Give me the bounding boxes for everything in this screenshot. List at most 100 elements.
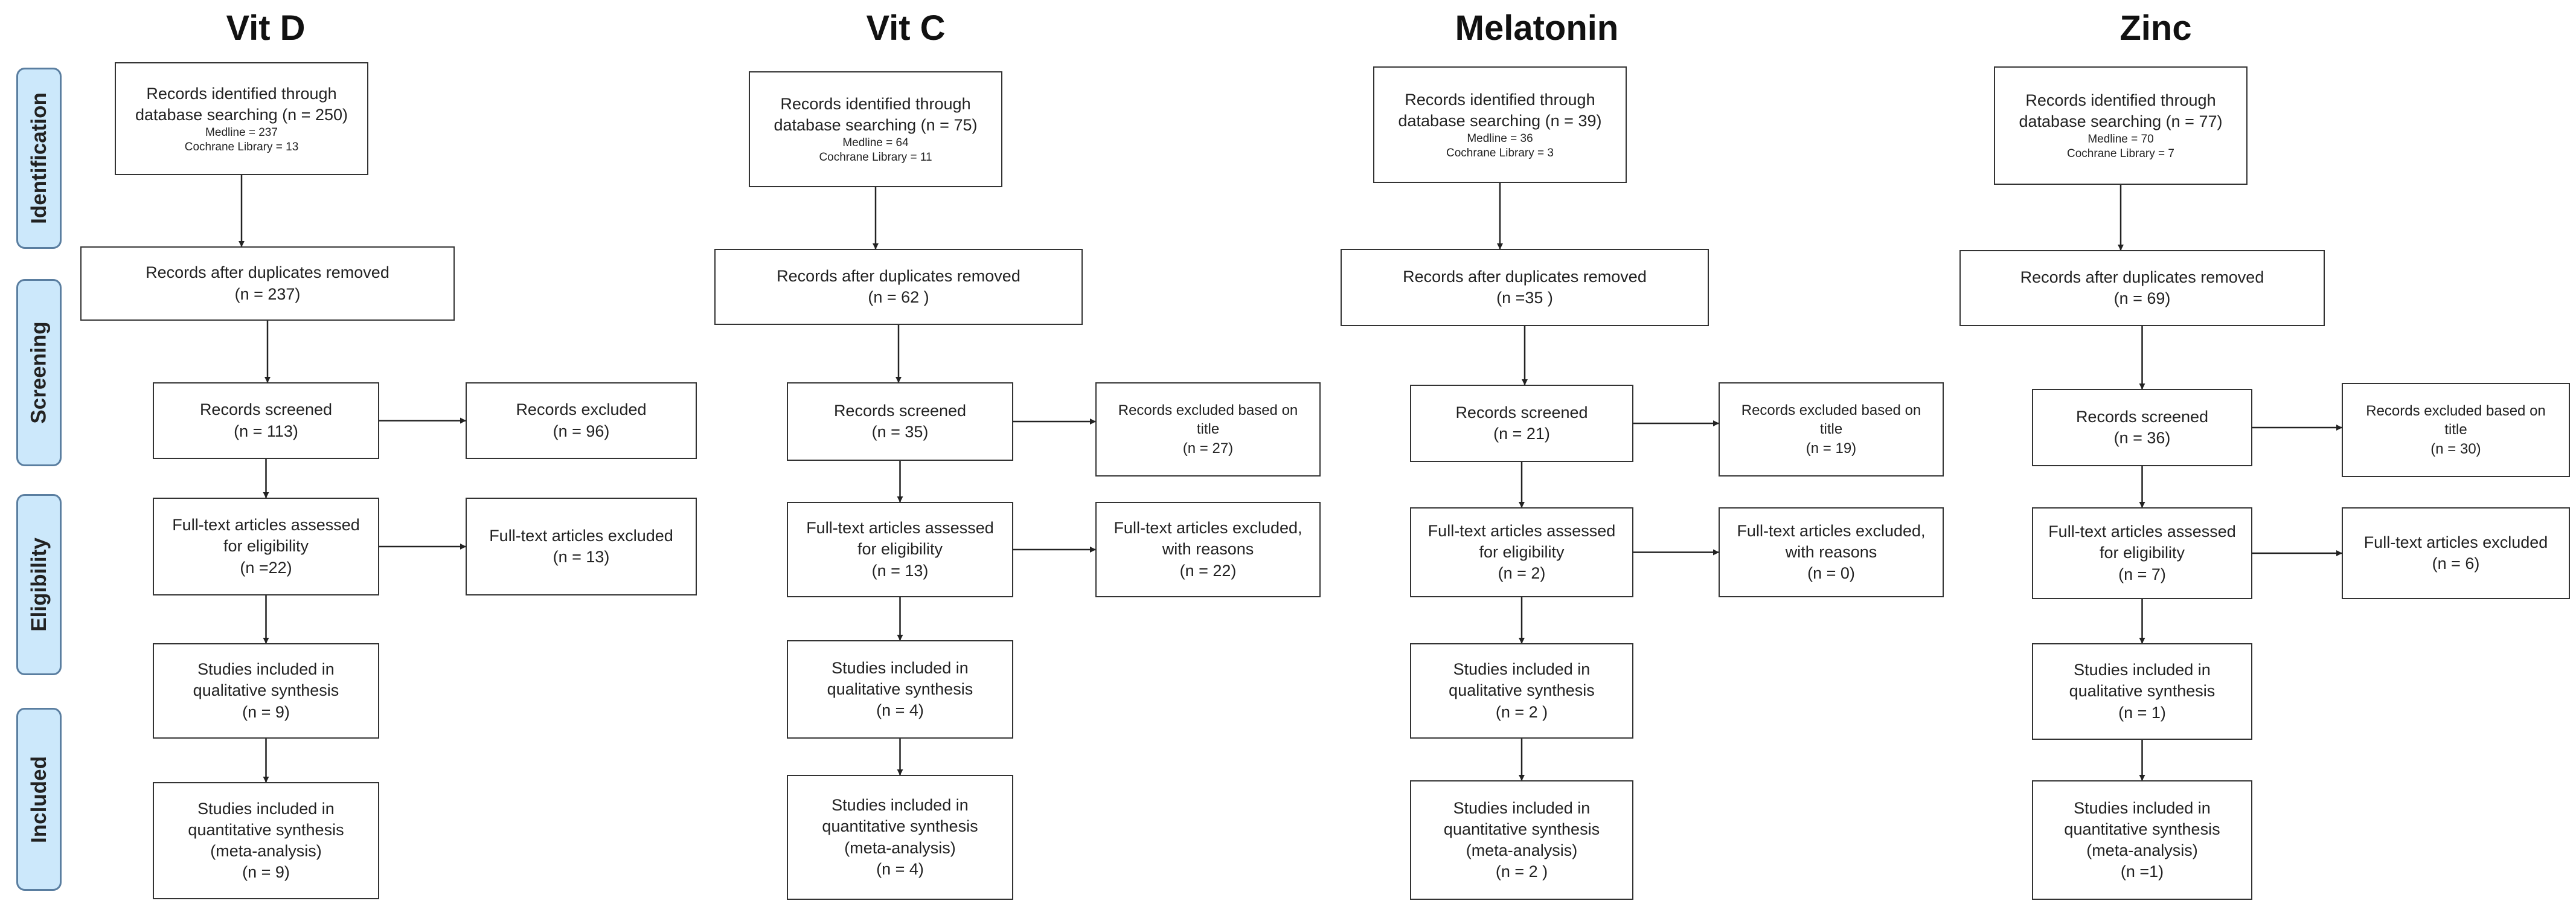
box-text-line: title: [1819, 421, 1843, 438]
box-text-line: (n = 2): [1498, 564, 1546, 583]
box-text-line: Records excluded: [516, 400, 647, 419]
qualitative-synthesis-box-vit-c: Studies included in qualitative synthesis…: [787, 640, 1013, 739]
fulltext-excluded-box-zinc: Full-text articles excluded(n = 6): [2342, 507, 2570, 599]
box-text-line: for eligibility: [857, 540, 943, 559]
stage-label: Identification: [27, 92, 51, 224]
box-text-line: Full-text articles excluded,: [1113, 519, 1302, 538]
column-title-melatonin: Melatonin: [1455, 8, 1619, 48]
box-text-line: Records excluded based on: [1118, 402, 1298, 419]
box-text-line: (n = 19): [1805, 440, 1857, 457]
records-excluded-box-vit-d: Records excluded (n = 96): [466, 382, 697, 459]
box-text-line: qualitative synthesis: [827, 679, 973, 698]
box-text-line: quantitative synthesis: [1443, 820, 1600, 838]
box-text-line: (n = 0): [1807, 564, 1855, 583]
duplicates-removed-box-zinc: Records after duplicates removed (n = 69): [1959, 250, 2325, 326]
stage-label: Included: [27, 756, 51, 843]
box-text-line: (n = 6): [2432, 554, 2480, 573]
box-text-line: quantitative synthesis: [2064, 820, 2220, 838]
box-text-line: Records identified through: [146, 84, 337, 103]
box-subtext-line: Medline = 237: [205, 126, 278, 139]
box-text-line: (n = 7): [2118, 565, 2166, 583]
duplicates-removed-box-melatonin: Records after duplicates removed (n =35 ): [1341, 249, 1709, 326]
box-text-line: (meta-analysis): [1466, 841, 1578, 859]
box-text-line: (meta-analysis): [210, 842, 322, 860]
box-text-line: Records after duplicates removed: [2020, 268, 2264, 286]
box-text-line: Full-text articles excluded,: [1737, 521, 1926, 540]
box-text-line: qualitative synthesis: [1449, 681, 1595, 700]
box-subtext-line: Medline = 64: [842, 136, 909, 150]
box-text-line: for eligibility: [2099, 544, 2185, 562]
quantitative-synthesis-box-zinc: Studies included in quantitative synthesi…: [2032, 780, 2252, 900]
box-subtext-line: Medline = 70: [2087, 133, 2154, 146]
box-text-line: for eligibility: [1479, 542, 1565, 561]
box-text-line: (n = 35): [871, 423, 929, 441]
box-text-line: (n = 96): [553, 422, 610, 440]
qualitative-synthesis-box-vit-d: Studies included in qualitative synthesis…: [153, 643, 379, 739]
box-text-line: with reasons: [1162, 540, 1254, 559]
box-text-line: (n = 2 ): [1495, 862, 1548, 881]
box-text-line: Studies included in: [2074, 798, 2211, 817]
stage-label: Screening: [27, 321, 51, 424]
box-subtext-line: Medline = 36: [1467, 132, 1533, 145]
box-text-line: qualitative synthesis: [2069, 682, 2216, 701]
box-text-line: (n = 13): [553, 548, 610, 566]
box-text-line: Studies included in: [831, 658, 969, 677]
records-screened-box-vit-c: Records screened (n = 35): [787, 382, 1013, 461]
box-text-line: (n = 1): [2118, 703, 2166, 722]
box-text-line: (meta-analysis): [844, 838, 956, 857]
box-text-line: title: [1196, 421, 1220, 438]
box-text-line: (n =35 ): [1496, 289, 1553, 307]
box-text-line: Studies included in: [2074, 661, 2211, 679]
stage-tab-screening: Screening: [16, 279, 62, 466]
box-text-line: Records screened: [1455, 403, 1588, 422]
box-text-line: (n =22): [240, 558, 292, 577]
box-text-line: Records identified through: [780, 95, 971, 114]
fulltext-excluded-box-melatonin: Full-text articles excluded, with reasons…: [1719, 507, 1944, 597]
box-text-line: (n = 27): [1182, 440, 1234, 457]
box-text-line: Records after duplicates removed: [1403, 267, 1647, 286]
stage-label: Eligibility: [27, 538, 51, 632]
records-excluded-box-vit-c: Records excluded based on title (n = 27): [1095, 382, 1321, 477]
box-text-line: qualitative synthesis: [193, 681, 339, 700]
box-text-line: (n = 4): [876, 701, 924, 720]
box-subtext-line: Cochrane Library = 7: [2067, 147, 2174, 161]
fulltext-excluded-box-vit-d: Full-text articles excluded (n = 13): [466, 498, 697, 595]
box-text-line: Full-text articles assessed: [172, 516, 360, 534]
box-text-line: Records screened: [199, 400, 333, 419]
box-text-line: (n = 62 ): [868, 288, 929, 306]
column-title-zinc: Zinc: [2119, 8, 2192, 48]
box-text-line: Studies included in: [197, 660, 335, 679]
box-text-line: (n = 2 ): [1495, 702, 1548, 721]
box-text-line: (n =1): [2120, 862, 2164, 881]
box-text-line: database searching (n = 39): [1398, 111, 1602, 130]
records-screened-box-zinc: Records screened(n = 36): [2032, 389, 2252, 466]
box-text-line: (n = 9): [242, 863, 290, 882]
box-text-line: (n = 36): [2113, 429, 2171, 447]
fulltext-assessed-box-zinc: Full-text articles assessed for eligibili…: [2032, 507, 2252, 599]
box-text-line: Full-text articles excluded: [489, 526, 673, 545]
stage-tab-identification: Identification: [16, 68, 62, 249]
box-text-line: (n = 237): [234, 284, 301, 303]
box-text-line: Full-text articles assessed: [2048, 522, 2236, 541]
box-text-line: (n = 69): [2113, 289, 2171, 307]
box-text-line: with reasons: [1785, 542, 1877, 561]
box-text-line: Full-text articles assessed: [806, 519, 994, 538]
box-text-line: Records screened: [833, 401, 967, 420]
box-text-line: (n = 9): [242, 702, 290, 721]
box-text-line: Records identified through: [1405, 90, 1595, 109]
box-text-line: Records excluded based on: [1741, 402, 1921, 419]
box-subtext-line: Cochrane Library = 13: [184, 140, 299, 153]
box-subtext-line: Cochrane Library = 11: [819, 151, 932, 164]
box-text-line: title: [2444, 422, 2467, 438]
box-text-line: Studies included in: [197, 799, 335, 818]
